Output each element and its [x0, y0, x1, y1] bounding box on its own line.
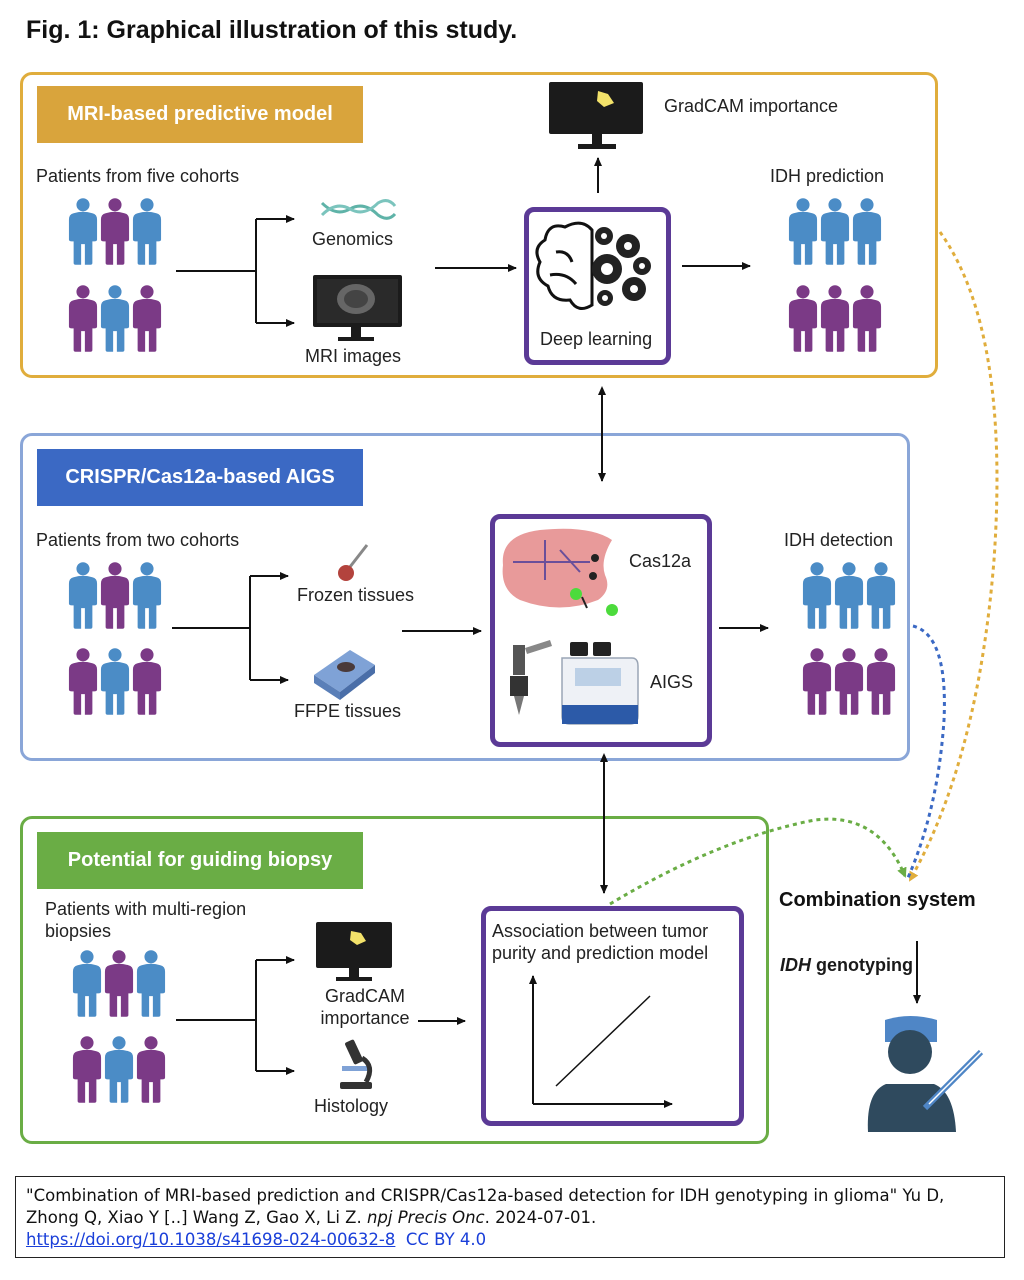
microscope-icon	[340, 1039, 373, 1089]
banner-crispr-aigs: CRISPR/Cas12a-based AIGS	[37, 449, 363, 506]
ffpe-cassette-icon	[314, 650, 375, 700]
combination-links	[609, 231, 999, 906]
idh-prediction-label: IDH prediction	[770, 166, 885, 186]
gradcam-monitor-bottom-icon	[316, 922, 392, 981]
patient-group-two-cohorts	[68, 562, 162, 715]
gradcam-label-bottom: GradCAM importance	[320, 986, 410, 1028]
gradcam-label-top: GradCAM importance	[664, 96, 839, 116]
aigs-label: AIGS	[650, 672, 694, 692]
genotyping-text: genotyping	[811, 955, 913, 975]
dna-helix-icon	[320, 199, 397, 220]
ffpe-tissues-label: FFPE tissues	[294, 701, 402, 721]
idh-genotyping-label: IDH genotyping	[780, 955, 913, 976]
frozen-tissue-icon	[338, 544, 369, 581]
association-box	[481, 906, 744, 1126]
cas12a-protein-icon	[502, 528, 618, 616]
gradcam-monitor-icon	[549, 82, 643, 149]
citation-box: "Combination of MRI-based prediction and…	[15, 1176, 1005, 1258]
banner-guiding-biopsy: Potential for guiding biopsy	[37, 832, 363, 889]
mri-images-label: MRI images	[305, 346, 402, 366]
cohort-label-two: Patients from two cohorts	[36, 530, 240, 550]
idh-detection-label: IDH detection	[784, 530, 894, 550]
aigs-device-icon	[561, 642, 639, 725]
pipette-icon	[510, 640, 552, 715]
histology-label: Histology	[314, 1096, 389, 1116]
brain-gears-icon	[535, 221, 594, 311]
cohort-label-five: Patients from five cohorts	[36, 166, 240, 186]
association-label: Association between tumor purity and pre…	[492, 921, 709, 963]
association-plot	[529, 975, 673, 1108]
panel-link-arrows	[598, 386, 608, 894]
surgeon-icon	[867, 1016, 984, 1132]
mri-monitor-icon	[313, 275, 402, 341]
banner-mri-model: MRI-based predictive model	[37, 86, 363, 143]
patient-group-five-cohorts	[68, 198, 162, 352]
frozen-tissues-label: Frozen tissues	[297, 585, 415, 605]
patient-group-idh-detection	[802, 562, 896, 715]
citation-journal: npj Precis Onc	[366, 1208, 485, 1227]
deep-learning-label: Deep learning	[540, 329, 653, 349]
citation-license[interactable]: CC BY 4.0	[405, 1230, 487, 1249]
citation-text: "Combination of MRI-based prediction and…	[26, 1186, 945, 1227]
gear-icons	[592, 227, 651, 306]
figure-title: Fig. 1: Graphical illustration of this s…	[26, 16, 518, 44]
combination-system-label: Combination system	[779, 889, 976, 911]
patient-group-idh-prediction	[788, 198, 882, 352]
idh-italic: IDH	[780, 955, 811, 975]
patient-group-multi-region	[72, 950, 166, 1103]
cohort-label-multi-region: Patients with multi-region biopsies	[45, 899, 247, 941]
genomics-label: Genomics	[312, 229, 394, 249]
citation-date: . 2024-07-01.	[484, 1208, 597, 1227]
citation-doi-link[interactable]: https://doi.org/10.1038/s41698-024-00632…	[26, 1230, 396, 1249]
cas12a-label: Cas12a	[629, 551, 692, 571]
